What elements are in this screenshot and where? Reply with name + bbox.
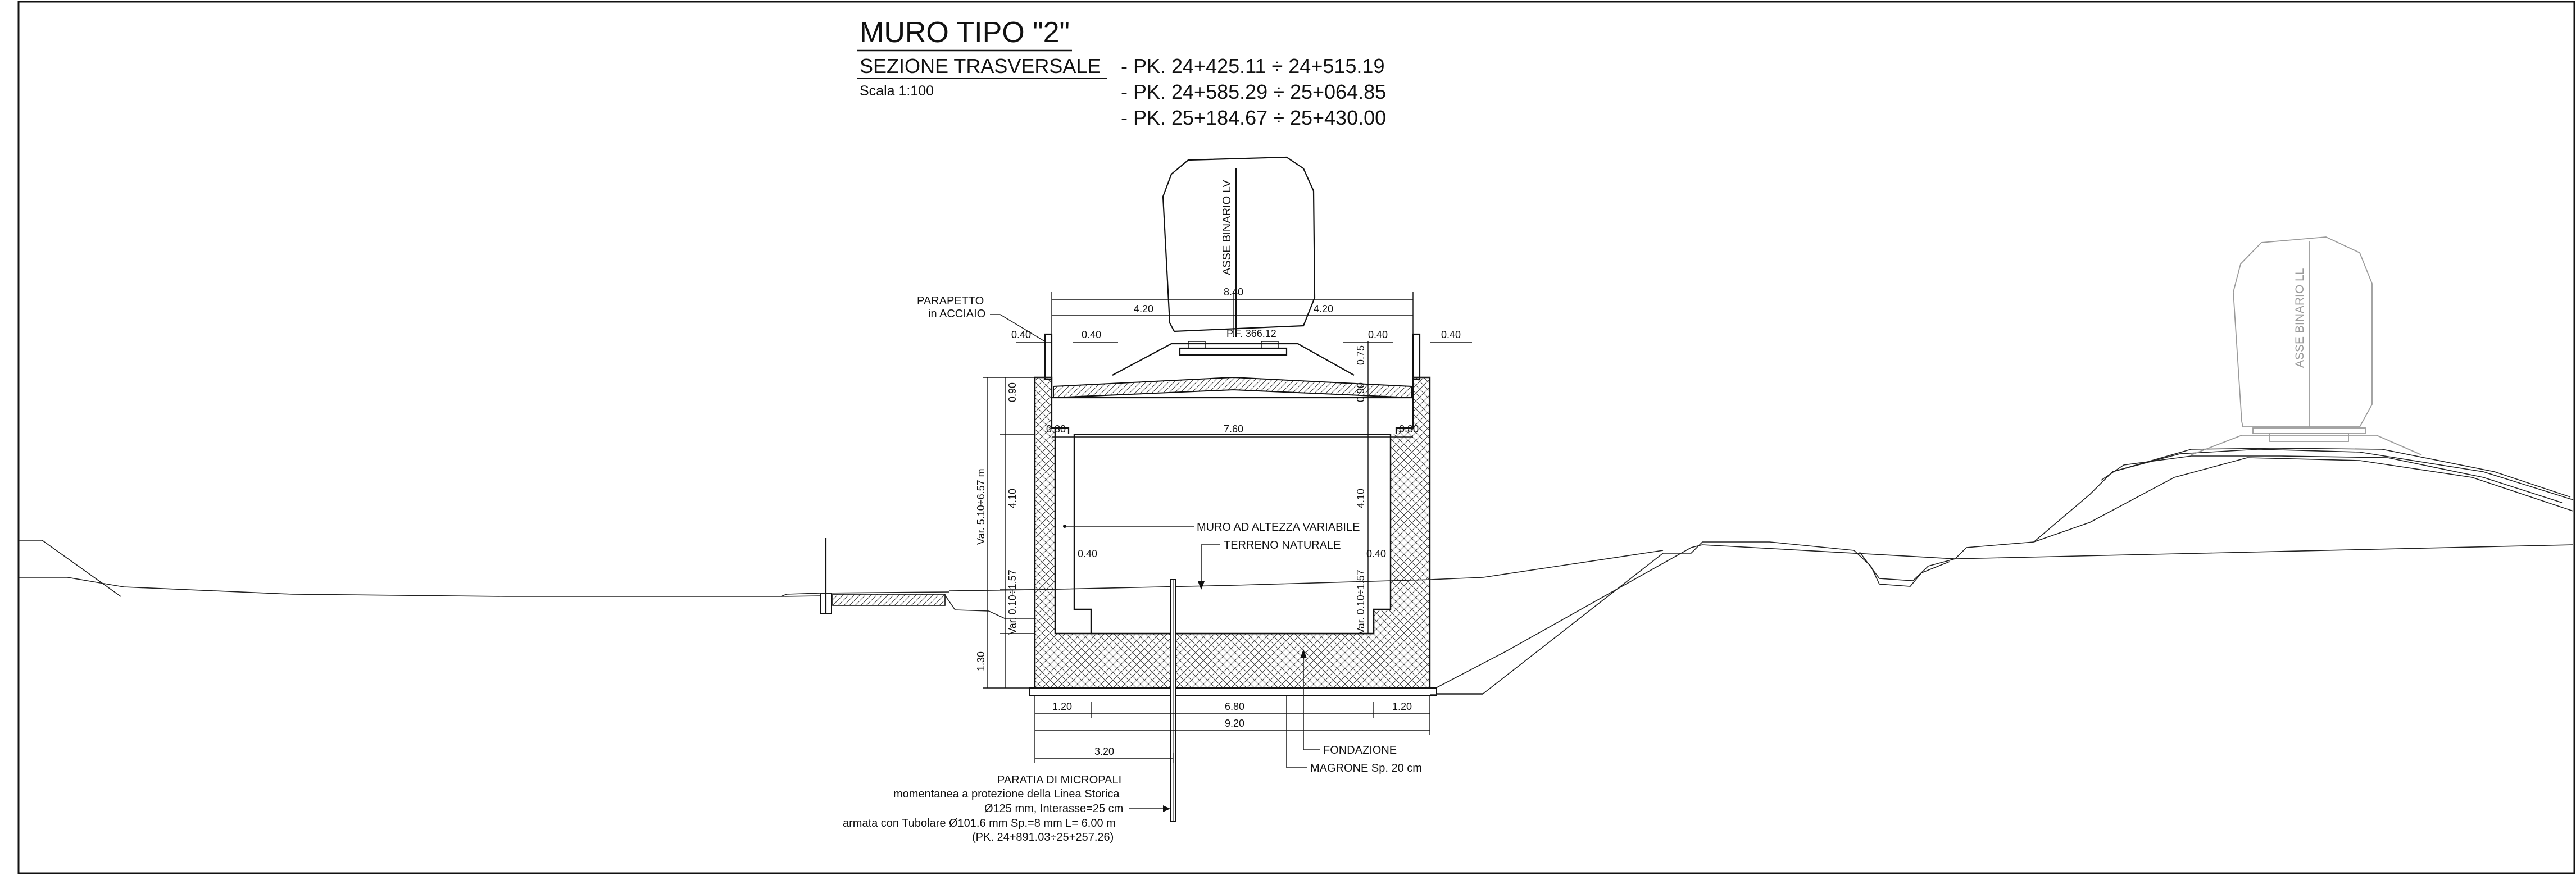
dim-120-left: 1.20	[1052, 701, 1072, 712]
box-structure	[1029, 333, 1664, 696]
parapetto-label-2: in ACCIAIO	[928, 308, 985, 320]
dim-120-right: 1.20	[1392, 701, 1412, 712]
asse-binario-lv-label: ASSE BINARIO LV	[1221, 180, 1233, 275]
dim-080-left: 0.80	[1046, 423, 1066, 435]
muro-label: MURO AD ALTEZZA VARIABILE	[1197, 521, 1360, 534]
dim-var-510: Var. 5.10÷6.57 m	[975, 468, 987, 545]
dim-920: 9.20	[1225, 718, 1244, 729]
paratia-line-4: armata con Tubolare Ø101.6 mm Sp.=8 mm L…	[843, 817, 1116, 830]
drawing-frame	[17, 1, 2575, 874]
pf-elevation: P.F. 366.12	[1226, 328, 1276, 339]
dim-040-c: 0.40	[1368, 329, 1388, 340]
dim-040-e: 0.40	[1078, 548, 1097, 559]
range-1: - PK. 24+425.11 ÷ 24+515.19	[1121, 54, 1384, 78]
dim-040-d: 0.40	[1441, 329, 1461, 340]
dim-var-010-right: Var. 0.10÷1.57	[1355, 569, 1366, 635]
terreno-label: TERRENO NATURALE	[1224, 539, 1341, 552]
dim-320: 3.20	[1094, 746, 1114, 757]
dim-410-left: 4.10	[1007, 489, 1018, 508]
fondazione-label: FONDAZIONE	[1323, 744, 1397, 756]
dim-130: 1.30	[975, 651, 987, 671]
dim-840: 8.40	[1224, 286, 1243, 298]
annotations: PARAPETTO in ACCIAIO MURO AD ALTEZZA VAR…	[843, 295, 1422, 844]
dim-040-a: 0.40	[1011, 329, 1031, 340]
scale-label: Scala 1:100	[860, 83, 934, 99]
dimension-lines	[983, 292, 1472, 763]
dim-090-left: 0.90	[1007, 382, 1018, 402]
dim-760: 7.60	[1224, 423, 1243, 435]
ground-profile	[19, 448, 2574, 694]
dim-080-right: 0.80	[1399, 423, 1419, 435]
parapetto-label-1: PARAPETTO	[917, 295, 984, 307]
range-2: - PK. 24+585.29 ÷ 25+064.85	[1121, 80, 1386, 103]
paratia-line-1: PARATIA DI MICROPALI	[997, 774, 1121, 786]
asse-binario-ll-label: ASSE BINARIO LL	[2293, 268, 2306, 368]
drawing-title: MURO TIPO "2"	[860, 16, 1070, 49]
dim-090-right: 0.90	[1355, 382, 1366, 402]
dimension-texts: 8.40 4.20 4.20 0.40 0.40 P.F. 366.12 0.4…	[975, 286, 1461, 757]
magrone-label: MAGRONE Sp. 20 cm	[1310, 762, 1422, 774]
section-label: SEZIONE TRASVERSALE	[860, 54, 1101, 78]
title-block: MURO TIPO "2" SEZIONE TRASVERSALE Scala …	[857, 16, 1386, 129]
paratia-line-2: momentanea a protezione della Linea Stor…	[893, 788, 1120, 800]
dim-var-010-left: Var. 0.10÷1.57	[1007, 569, 1018, 635]
dim-420-left: 4.20	[1134, 303, 1153, 315]
dim-075: 0.75	[1355, 345, 1366, 365]
paratia-line-5: (PK. 24+891.03÷25+257.26)	[972, 831, 1114, 844]
track-lv: ASSE BINARIO LV	[1112, 156, 1355, 376]
dim-040-b: 0.40	[1082, 329, 1101, 340]
dim-040-f: 0.40	[1366, 548, 1386, 559]
dim-680: 6.80	[1225, 701, 1244, 712]
dim-410-right: 4.10	[1355, 489, 1366, 508]
micropile	[1170, 579, 1176, 822]
dim-420-right: 4.20	[1314, 303, 1333, 315]
paratia-line-3: Ø125 mm, Interasse=25 cm	[984, 803, 1123, 815]
track-ll: ASSE BINARIO LL	[2191, 236, 2422, 455]
range-3: - PK. 25+184.67 ÷ 25+430.00	[1121, 106, 1386, 129]
